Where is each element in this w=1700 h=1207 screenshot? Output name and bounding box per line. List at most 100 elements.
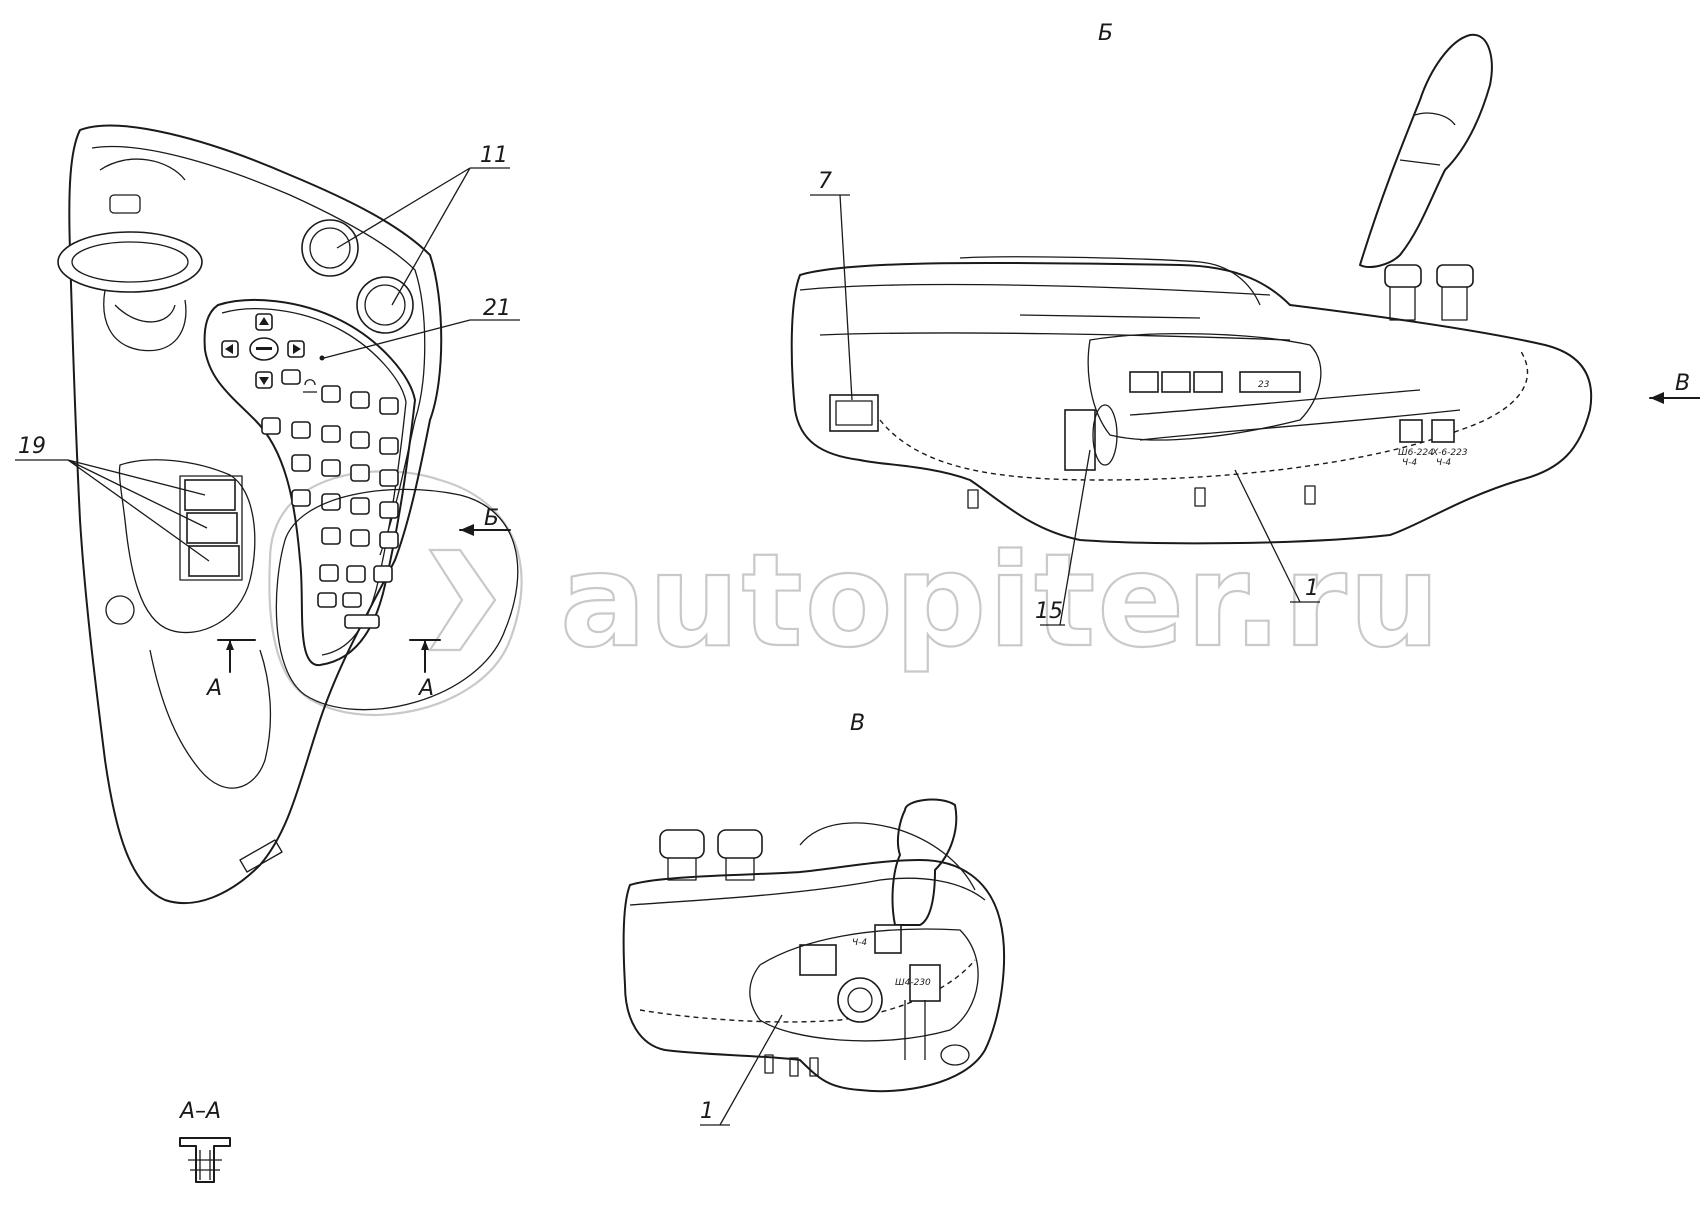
joystick-knob-top [57, 231, 203, 293]
side-cutout-window [1087, 333, 1322, 441]
mount-boss [105, 595, 135, 625]
side-pushbutton-1 [1384, 264, 1422, 288]
switch-frame [179, 475, 243, 581]
fkey-r6c2 [346, 565, 366, 583]
top-recess-curve [99, 158, 186, 181]
arrow-up-icon [259, 317, 269, 325]
switch-1 [184, 479, 236, 511]
fkey-r7c1 [317, 592, 337, 608]
joystick-knob-inner [71, 241, 189, 283]
section-cut-left [217, 639, 256, 673]
operator-icon [303, 379, 317, 393]
rear-cover-detail [799, 822, 976, 891]
fkey-r2c3 [321, 425, 341, 443]
arrow-down-icon [259, 377, 269, 385]
tag-x6-223: Х-6-223 [1431, 448, 1468, 458]
rear-detail-ellipse [749, 928, 979, 1042]
leader-1-top [1234, 469, 1320, 603]
left-console-view [15, 124, 520, 905]
callout-1-top: 1 [1305, 576, 1319, 601]
section-aa-profile [179, 1137, 231, 1183]
cut-label-right: А [417, 676, 434, 701]
tag-sh4-230: Ш4-230 [895, 978, 931, 988]
fkey-r2c1 [261, 417, 281, 435]
keypad-panel-inner [221, 308, 407, 656]
side-joystick-grip [1399, 112, 1456, 166]
view-arrow-b-head [460, 524, 474, 536]
side-pushbutton-2 [1436, 264, 1474, 288]
key-esc [281, 369, 301, 385]
side-connector-23 [1239, 371, 1301, 393]
stud-3 [1304, 485, 1316, 505]
labels: Б В А–А А А Б В 11 21 19 7 15 1 1 23 Ш6-… [18, 21, 1690, 1124]
callout-19: 19 [18, 434, 46, 459]
side-module-15 [1064, 409, 1096, 471]
lower-cavity [149, 649, 272, 789]
leader-7 [810, 194, 853, 401]
side-connector-3 [1193, 371, 1223, 393]
fkey-r3c3 [350, 464, 370, 482]
watermark-text: autopiter.ru [560, 527, 1442, 676]
side-connector-2 [1161, 371, 1191, 393]
rear-stud-3 [809, 1057, 819, 1077]
rear-internal-rails [904, 1000, 926, 1060]
side-relay-7-inner [835, 400, 873, 426]
fkey-r4c1 [291, 489, 311, 507]
rear-view-v [622, 798, 1005, 1126]
keypad-function-keys [261, 385, 399, 629]
fkey-r4c3 [350, 497, 370, 515]
fkey-r2c5 [379, 437, 399, 455]
fkey-r5c1 [321, 527, 341, 545]
tag-sh6-224: Ш6-224 [1398, 448, 1434, 458]
stud-2 [1194, 487, 1206, 507]
fkey-r1c1 [321, 385, 341, 403]
rear-stud-2 [789, 1057, 799, 1077]
rear-body-outline [622, 859, 1005, 1093]
fkey-r1c3 [379, 397, 399, 415]
enter-icon [256, 347, 272, 350]
leader-1-bottom [700, 1014, 783, 1126]
side-connector-1 [1129, 371, 1159, 393]
side-top-cover [799, 283, 1291, 341]
side-body-outline [790, 261, 1593, 545]
view-title-b: Б [1098, 21, 1113, 46]
section-title-aa: А–А [178, 1099, 221, 1124]
callout-1-bottom: 1 [700, 1099, 714, 1124]
round-button-2-inner [364, 284, 406, 326]
fkey-r5c2 [350, 529, 370, 547]
callout-23: 23 [1258, 380, 1270, 390]
detail-circle-b [275, 488, 519, 711]
view-arrow-v-head [1650, 392, 1664, 404]
fkey-r3c2 [321, 459, 341, 477]
fkey-r3c4 [379, 469, 399, 487]
arrow-left-icon [225, 344, 233, 354]
keypad-panel-outline [203, 299, 416, 667]
joystick-stem [103, 289, 187, 352]
side-pushbutton-bodies [1389, 287, 1468, 321]
arrow-label-b: Б [484, 506, 499, 531]
indicator-dot [319, 355, 325, 361]
fkey-r1c2 [350, 391, 370, 409]
rear-pushbutton-bodies [667, 858, 755, 881]
fkey-r7c2 [342, 592, 362, 608]
tag-ch4-c: Ч-4 [852, 938, 867, 948]
callout-7: 7 [818, 169, 832, 194]
rear-connector-1 [799, 944, 837, 976]
cut-arrow-right [421, 640, 429, 650]
rear-joystick-lever [891, 798, 958, 926]
callout-15: 15 [1035, 599, 1063, 624]
rear-pushbutton-2 [717, 829, 763, 859]
stud-1 [967, 489, 979, 509]
tag-ch4-a: Ч-4 [1402, 458, 1417, 468]
side-module-15-ring [1092, 404, 1118, 466]
side-connector-x223 [1431, 419, 1455, 443]
switch-recess [118, 459, 256, 634]
fkey-r4c4 [379, 501, 399, 519]
side-hidden-contour [879, 349, 1529, 481]
rear-round-part [837, 977, 883, 1023]
rear-round-part-inner [847, 987, 873, 1013]
keypad-nav-keys [221, 313, 325, 393]
rear-stud-1 [764, 1054, 774, 1074]
tag-ch4-b: Ч-4 [1436, 458, 1451, 468]
rear-foot [940, 1044, 970, 1066]
